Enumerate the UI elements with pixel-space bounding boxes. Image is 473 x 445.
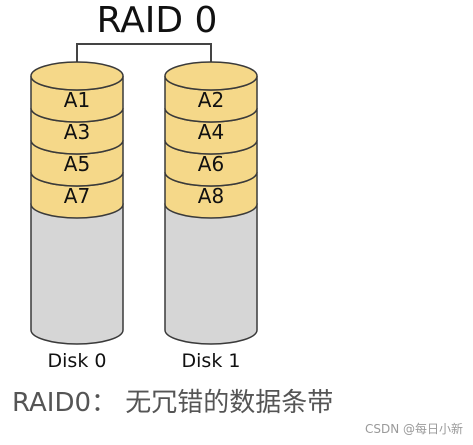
disk-free-space [164,203,258,345]
disk-label: Disk 1 [182,350,241,372]
watermark: CSDN @每日小新 [364,422,463,436]
stripe-block-label: A5 [64,152,90,176]
array-connector [76,43,212,62]
stripe-block-label: A2 [198,88,224,112]
disk-top-cap [30,61,124,91]
disk-top-cap [164,61,258,91]
stripe-block-label: A6 [198,152,224,176]
disk-free-space [30,203,124,345]
disk-label: Disk 0 [48,350,107,372]
stripe-block-label: A1 [64,88,90,112]
stripe-block-label: A3 [64,120,90,144]
stripe-block-label: A8 [198,184,224,208]
stripe-block-label: A7 [64,184,90,208]
diagram-title: RAID 0 [97,0,218,41]
stripe-block-label: A4 [198,120,224,144]
diagram-caption: RAID0： 无冗错的数据条带 [12,388,334,418]
